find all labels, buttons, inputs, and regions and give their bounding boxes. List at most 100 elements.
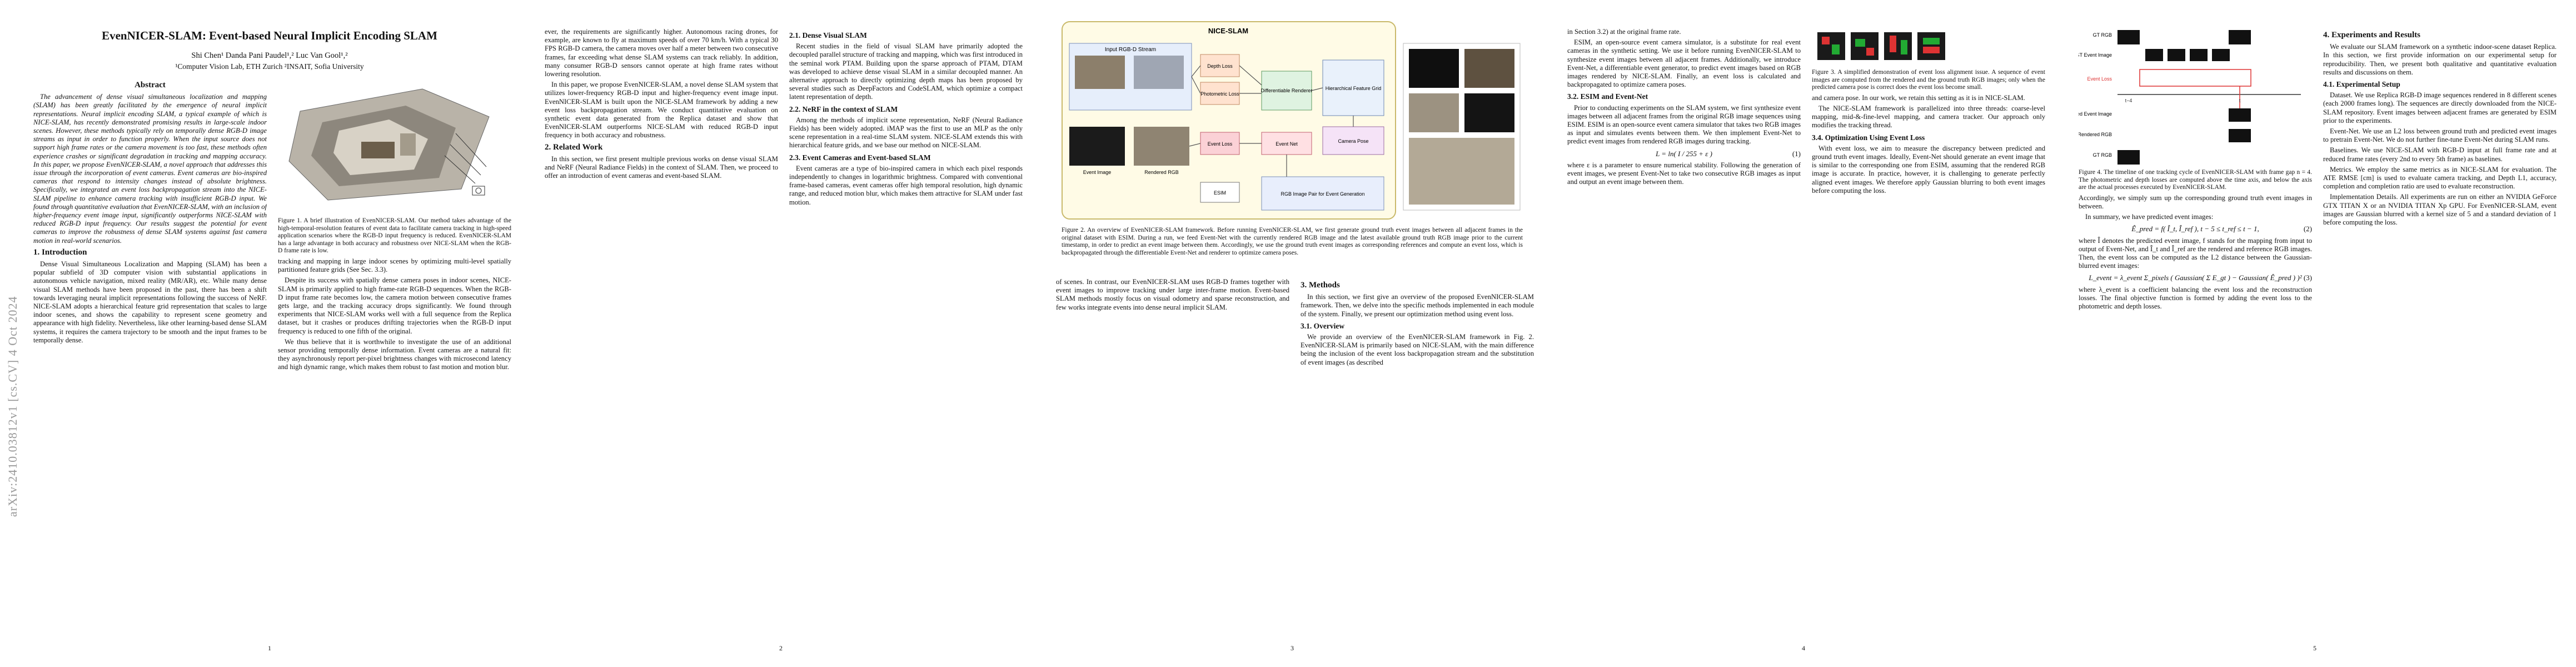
setup-metrics: Metrics. We employ the same metrics as i… bbox=[2323, 165, 2557, 191]
page5-col1-para-2: In summary, we have predicted event imag… bbox=[2085, 213, 2214, 221]
figure-1-image bbox=[278, 78, 511, 214]
fig2-block-9: Event Net bbox=[1275, 141, 1298, 147]
fig2-block-3: Event Loss bbox=[1208, 141, 1233, 147]
page3-col1-paragraph: of scenes. In contrast, our EvenNICER-SL… bbox=[1056, 278, 1289, 311]
page-number: 4 bbox=[1802, 644, 1805, 652]
equation-2: Ê_pred = f( Î_t, Î_ref ), t − 5 ≤ t_ref … bbox=[2079, 225, 2312, 233]
page5-col1-para-1: Accordingly, we simply sum up the corres… bbox=[2079, 193, 2312, 210]
figure-3-caption: Figure 3. A simplified demonstration of … bbox=[1812, 69, 2045, 91]
equation-1-body: L = ln( I / 255 + ε ) bbox=[1656, 149, 1712, 158]
nerf-slam-heading: 2.2. NeRF in the context of SLAM bbox=[789, 104, 898, 113]
experimental-setup-heading: 4.1. Experimental Setup bbox=[2323, 80, 2400, 89]
fig4-label-pred-event: Predicted Event Image bbox=[2079, 111, 2112, 117]
page-number: 5 bbox=[2313, 644, 2316, 652]
page5-col1-para-3: where Î denotes the predicted event imag… bbox=[2079, 236, 2312, 270]
fig2-block-4: Differentiable Renderer bbox=[1261, 88, 1313, 93]
setup-baselines: Baselines. We use NICE-SLAM with RGB-D i… bbox=[2323, 146, 2557, 163]
setup-implementation: Implementation Details. All experiments … bbox=[2323, 193, 2557, 227]
figure-2: NICE-SLAM Input RGB-D Stream Depth Loss … bbox=[1062, 21, 1523, 221]
setup-dataset: Dataset. We use Replica RGB-D image sequ… bbox=[2323, 91, 2557, 125]
page2-column-left: ever, the requirements are significantly… bbox=[545, 28, 778, 639]
dense-slam-heading: 2.1. Dense Visual SLAM bbox=[789, 31, 867, 39]
event-camera-heading: 2.3. Event Cameras and Event-based SLAM bbox=[789, 153, 931, 162]
figure-2-diagram: NICE-SLAM Input RGB-D Stream Depth Loss … bbox=[1062, 21, 1521, 220]
svg-text:t: t bbox=[2239, 98, 2241, 103]
figure-2-caption: Figure 2. An overview of EvenNICER-SLAM … bbox=[1062, 227, 1523, 256]
abstract-heading: Abstract bbox=[134, 81, 166, 89]
figure-3 bbox=[1812, 28, 2045, 67]
page3-column-left: of scenes. In contrast, our EvenNICER-SL… bbox=[1056, 278, 1289, 639]
fig2-block-0: Input RGB-D Stream bbox=[1105, 47, 1156, 53]
arxiv-stamp-text: arXiv:2410.03812v1 [cs.CV] 4 Oct 2024 bbox=[6, 296, 19, 517]
equation-3-number: (3) bbox=[2303, 273, 2312, 282]
page5-column-right: 4. Experiments and Results We evaluate o… bbox=[2323, 28, 2557, 639]
svg-text:t−4: t−4 bbox=[2125, 98, 2132, 103]
event-loss-heading: 3.4. Optimization Using Event Loss bbox=[1812, 133, 1925, 142]
page-2: ever, the requirements are significantly… bbox=[534, 17, 1028, 656]
fig2-block-7: Event Image bbox=[1083, 170, 1112, 175]
intro-paragraph: Dense Visual Simultaneous Localization a… bbox=[33, 260, 267, 344]
dense-slam-paragraph: Recent studies in the field of visual SL… bbox=[789, 42, 1023, 101]
page-number: 2 bbox=[779, 644, 783, 652]
page1-col2-para-1: tracking and mapping in large indoor sce… bbox=[278, 257, 511, 274]
figure-3-image bbox=[1812, 28, 2045, 67]
page1-col2-para-3: We thus believe that it is worthwhile to… bbox=[278, 337, 511, 371]
page4-col2-para-1: and camera pose. In our work, we retain … bbox=[1812, 93, 2025, 102]
page4-col1-para-2: ESIM, an open-source event camera simula… bbox=[1567, 38, 1801, 89]
abstract-text: The advancement of dense visual simultan… bbox=[33, 93, 267, 245]
overview-heading: 3.1. Overview bbox=[1301, 321, 1345, 330]
equation-2-body: Ê_pred = f( Î_t, Î_ref ), t − 5 ≤ t_ref … bbox=[2131, 225, 2259, 233]
page2-col1-para-2: In this paper, we propose EvenNICER-SLAM… bbox=[545, 81, 778, 140]
page3-column-right: 3. Methods In this section, we first giv… bbox=[1301, 278, 1534, 639]
fig2-block-5: Hierarchical Feature Grid bbox=[1326, 86, 1382, 91]
fig4-label-gt-rgb: GT RGB bbox=[2093, 32, 2112, 38]
page1-column-right: Figure 1. A brief illustration of EvenNI… bbox=[278, 78, 511, 639]
page5-col1-para-4: where λ_event is a coefficient balancing… bbox=[2079, 285, 2312, 311]
related-work-heading: 2. Related Work bbox=[545, 142, 603, 152]
page1-col2-para-2: Despite its success with spatially dense… bbox=[278, 276, 511, 335]
page4-column-right: Figure 3. A simplified demonstration of … bbox=[1812, 28, 2045, 639]
equation-3: L_event = λ_event Σ_pixels ( Gaussian( Σ… bbox=[2079, 273, 2312, 282]
page-number: 1 bbox=[268, 644, 271, 652]
equation-3-body: L_event = λ_event Σ_pixels ( Gaussian( Σ… bbox=[2089, 273, 2302, 282]
page-3: NICE-SLAM Input RGB-D Stream Depth Loss … bbox=[1045, 17, 1539, 656]
nerf-slam-paragraph: Among the methods of implicit scene repr… bbox=[789, 116, 1023, 150]
experiments-intro: We evaluate our SLAM framework on a synt… bbox=[2323, 43, 2557, 76]
event-loss-paragraph: With event loss, we aim to measure the d… bbox=[1812, 144, 2045, 195]
equation-1-number: (1) bbox=[1792, 149, 1801, 158]
page1-column-left: Abstract The advancement of dense visual… bbox=[33, 78, 267, 639]
arxiv-stamp: arXiv:2410.03812v1 [cs.CV] 4 Oct 2024 bbox=[4, 128, 19, 517]
event-camera-paragraph: Event cameras are a type of bio-inspired… bbox=[789, 164, 1023, 206]
setup-event-net: Event-Net. We use an L2 loss between gro… bbox=[2323, 127, 2557, 144]
page-4: in Section 3.2) at the original frame ra… bbox=[1556, 17, 2051, 656]
figure-4-caption: Figure 4. The timeline of one tracking c… bbox=[2079, 169, 2312, 191]
experiments-heading: 4. Experiments and Results bbox=[2323, 31, 2421, 39]
page4-column-left: in Section 3.2) at the original frame ra… bbox=[1567, 28, 1801, 639]
fig4-label-gt-rgb-2: GT RGB bbox=[2093, 152, 2112, 158]
fig2-block-10: ESIM bbox=[1214, 190, 1226, 196]
page5-column-left: GT RGB GT Event Image Event Loss Predict… bbox=[2079, 28, 2312, 639]
page-5: GT RGB GT Event Image Event Loss Predict… bbox=[2067, 17, 2562, 656]
fig2-block-11: RGB Image Pair for Event Generation bbox=[1280, 191, 1364, 197]
figure-1 bbox=[278, 78, 511, 214]
fig4-label-event-loss: Event Loss bbox=[2087, 76, 2112, 82]
related-work-intro: In this section, we first present multip… bbox=[545, 155, 778, 180]
page-number: 3 bbox=[1291, 644, 1294, 652]
fig2-block-2: Photometric Loss bbox=[1200, 91, 1239, 97]
figure-4-diagram: GT RGB GT Event Image Event Loss Predict… bbox=[2079, 28, 2312, 167]
esim-paragraph: Prior to conducting experiments on the S… bbox=[1567, 103, 1801, 146]
figure-1-caption: Figure 1. A brief illustration of EvenNI… bbox=[278, 217, 511, 255]
methods-intro: In this section, we first give an overvi… bbox=[1301, 293, 1534, 318]
fig2-block-8: Rendered RGB bbox=[1144, 170, 1179, 175]
fig4-label-rendered: Rendered RGB bbox=[2079, 132, 2112, 137]
page4-col1-para-1: in Section 3.2) at the original frame ra… bbox=[1567, 28, 1681, 36]
methods-heading: 3. Methods bbox=[1301, 281, 1340, 290]
paper-affiliations: ¹Computer Vision Lab, ETH Zurich ²INSAIT… bbox=[175, 62, 364, 71]
page2-col1-para-1: ever, the requirements are significantly… bbox=[545, 28, 778, 78]
fig2-block-6: Camera Pose bbox=[1338, 138, 1368, 144]
paper-authors: Shi Chen¹ Danda Pani Paudel¹,² Luc Van G… bbox=[191, 51, 348, 60]
intro-heading: 1. Introduction bbox=[33, 247, 87, 257]
equation-1: L = ln( I / 255 + ε ) (1) bbox=[1567, 150, 1801, 158]
page-1: EvenNICER-SLAM: Event-based Neural Impli… bbox=[22, 17, 517, 656]
figure-4: GT RGB GT Event Image Event Loss Predict… bbox=[2079, 28, 2312, 167]
